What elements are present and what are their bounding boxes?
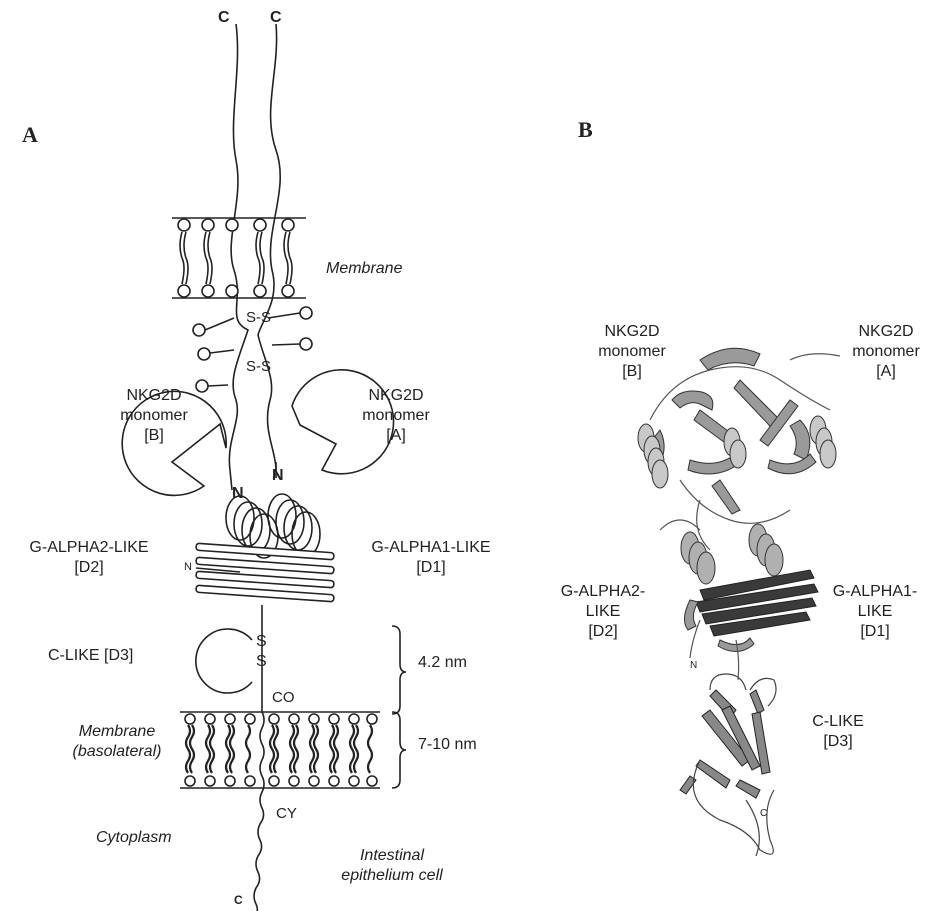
ribbon-alpha2-line2: LIKE xyxy=(548,602,658,622)
ribbon-c-terminus-label: C xyxy=(760,804,767,824)
ribbon-monomer-a-line1: NKG2D xyxy=(836,322,934,342)
monomer-a-line3: [A] xyxy=(344,426,448,446)
beta-sheet xyxy=(196,543,334,602)
cytoplasmic-tail xyxy=(248,712,264,911)
monomer-a-line1: NKG2D xyxy=(344,386,448,406)
monomer-b-line3: [B] xyxy=(102,426,206,446)
n-terminus-left-label: N xyxy=(232,484,244,504)
alpha1-line2: [D1] xyxy=(356,558,506,578)
bracket-lower xyxy=(392,712,406,788)
ribbon-monomer-b-line3: [B] xyxy=(582,362,682,382)
sulfur-bottom-label: S xyxy=(256,652,267,672)
ribbon-c-like-line1: C-LIKE xyxy=(798,712,878,732)
ribbon-monomer-a-line3: [A] xyxy=(836,362,934,382)
bracket-upper xyxy=(392,626,406,714)
alpha2-label: G-ALPHA2-LIKE [D2] xyxy=(14,538,164,578)
ribbon-monomer-b-line1: NKG2D xyxy=(582,322,682,342)
disulfide-lower-label: S-S xyxy=(246,357,271,377)
monomer-b-label: NKG2D monomer [B] xyxy=(102,386,206,446)
intestinal-line2: epithelium cell xyxy=(332,866,452,886)
sulfur-top-label: S xyxy=(256,632,267,652)
membrane-top-label: Membrane xyxy=(326,259,402,279)
n-terminus-small-label: N xyxy=(184,557,192,577)
ribbon-alpha2-label: G-ALPHA2- LIKE [D2] xyxy=(548,582,658,642)
monomer-b-line2: monomer xyxy=(102,406,206,426)
ribbon-structure xyxy=(638,348,840,856)
cytoplasm-label: Cytoplasm xyxy=(96,828,172,848)
dimension-7nm-label: 7-10 nm xyxy=(418,735,477,755)
membrane-top-lipids xyxy=(178,219,294,297)
ribbon-monomer-b-line2: monomer xyxy=(582,342,682,362)
dimension-4nm-label: 4.2 nm xyxy=(418,653,467,673)
intestinal-epithelium-label: Intestinal epithelium cell xyxy=(332,846,452,886)
membrane-basolateral-label: Membrane (basolateral) xyxy=(62,722,172,762)
c-like-label: C-LIKE [D3] xyxy=(48,646,133,666)
ribbon-monomer-a-line2: monomer xyxy=(836,342,934,362)
intestinal-line1: Intestinal xyxy=(332,846,452,866)
alpha1-line1: G-ALPHA1-LIKE xyxy=(356,538,506,558)
tail-left xyxy=(229,24,248,470)
c-like-loop xyxy=(196,629,252,693)
membrane-basolateral-line1: Membrane xyxy=(62,722,172,742)
ribbon-monomer-a-label: NKG2D monomer [A] xyxy=(836,322,934,382)
c-terminus-bottom-label: C xyxy=(234,890,243,910)
alpha2-line2: [D2] xyxy=(14,558,164,578)
membrane-bottom-tails xyxy=(186,725,372,773)
alpha2-line1: G-ALPHA2-LIKE xyxy=(14,538,164,558)
monomer-b-line1: NKG2D xyxy=(102,386,206,406)
monomer-a-line2: monomer xyxy=(344,406,448,426)
cy-label: CY xyxy=(276,804,297,824)
c-terminus-right-label: C xyxy=(270,8,282,28)
tail-right xyxy=(258,24,280,470)
membrane-basolateral-line2: (basolateral) xyxy=(62,742,172,762)
ribbon-n-terminus-label: N xyxy=(690,656,697,676)
ribbon-monomer-b-label: NKG2D monomer [B] xyxy=(582,322,682,382)
disulfide-upper-label: S-S xyxy=(246,308,271,328)
ribbon-alpha2-line1: G-ALPHA2- xyxy=(548,582,658,602)
co-label: CO xyxy=(272,688,295,708)
n-terminus-right-label: N xyxy=(272,466,284,486)
ribbon-alpha1-line2: LIKE xyxy=(820,602,930,622)
ribbon-alpha1-label: G-ALPHA1- LIKE [D1] xyxy=(820,582,930,642)
monomer-a-label: NKG2D monomer [A] xyxy=(344,386,448,446)
ribbon-alpha1-line3: [D1] xyxy=(820,622,930,642)
ribbon-c-like-label: C-LIKE [D3] xyxy=(798,712,878,752)
ribbon-c-like-line2: [D3] xyxy=(798,732,878,752)
ribbon-alpha2-line3: [D2] xyxy=(548,622,658,642)
c-terminus-left-label: C xyxy=(218,8,230,28)
ribbon-alpha1-line1: G-ALPHA1- xyxy=(820,582,930,602)
alpha1-label: G-ALPHA1-LIKE [D1] xyxy=(356,538,506,578)
